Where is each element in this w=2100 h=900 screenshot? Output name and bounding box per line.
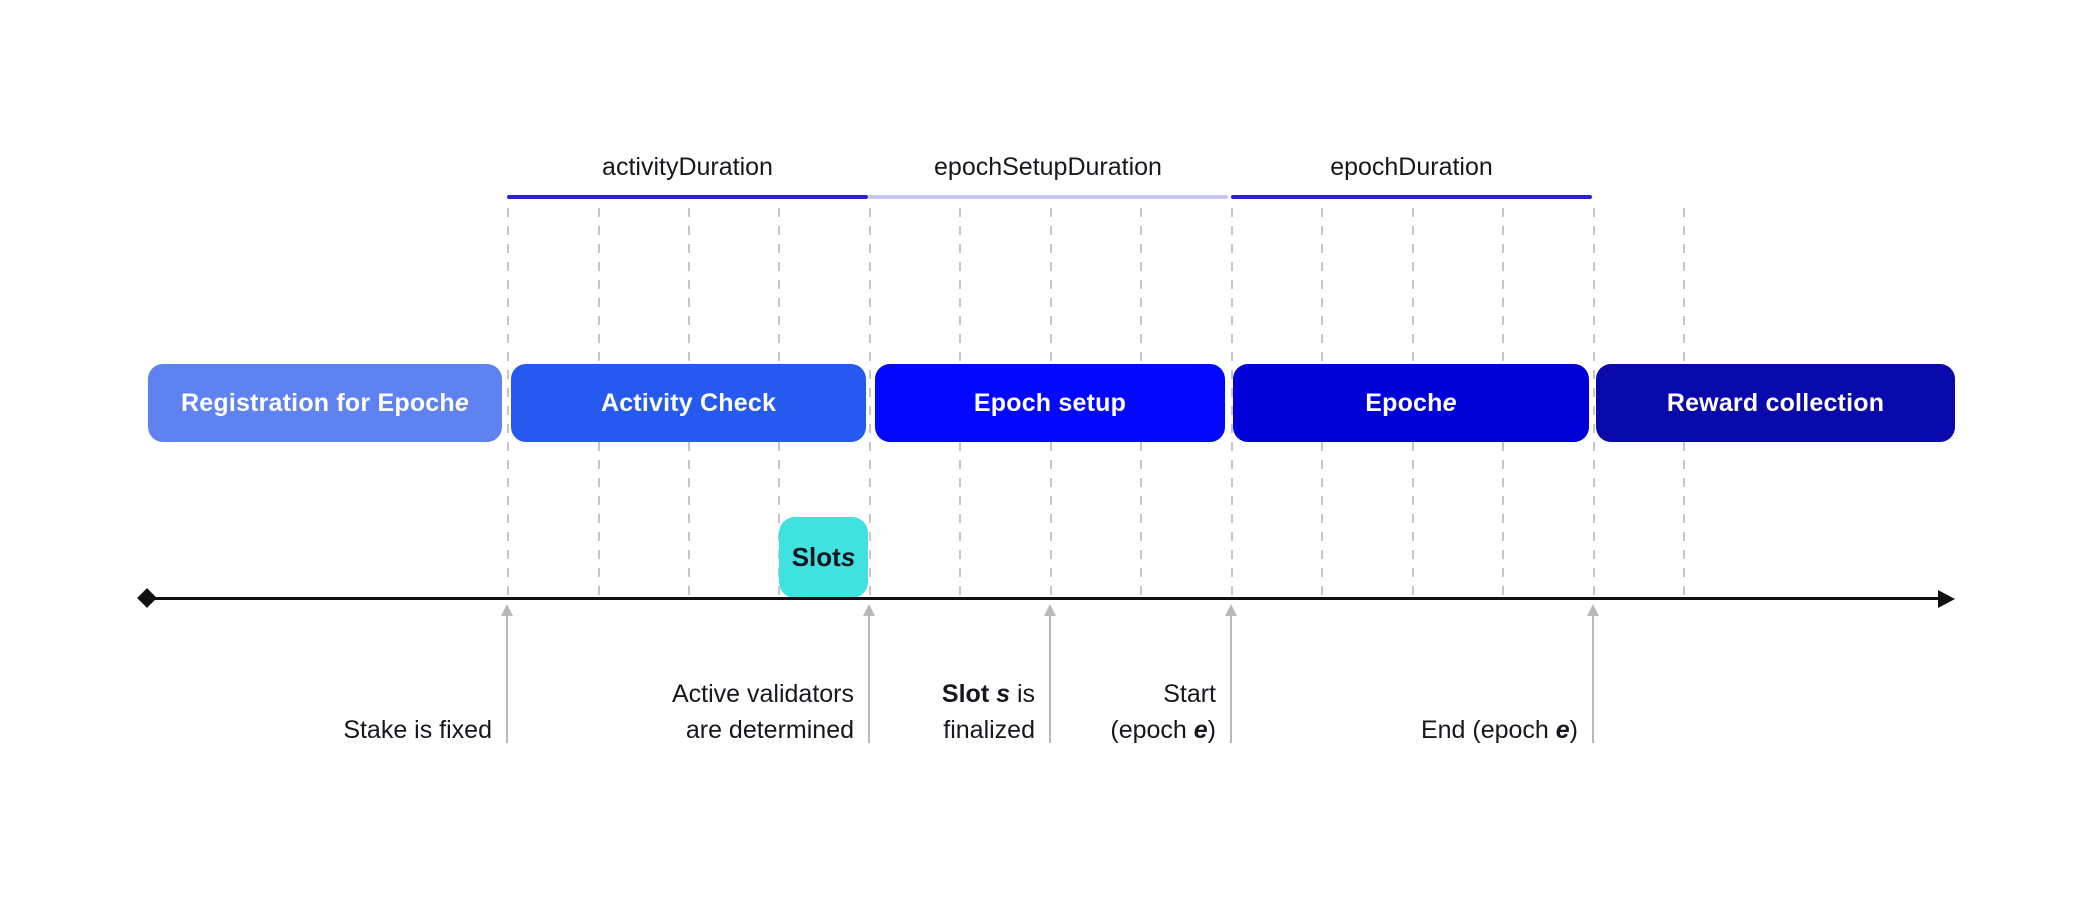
arrow-up-icon (1044, 604, 1056, 616)
phase-epoch-e: Epoch e (1233, 364, 1589, 442)
phase-epoch-setup-label: Epoch setup (973, 388, 1127, 417)
annotation-bold: Slot (941, 680, 997, 708)
gridline (1593, 208, 1595, 600)
timeline-start-diamond-icon (137, 588, 157, 608)
annotation-rest: End (epoch (1420, 716, 1556, 744)
phase-reward-collection-label: Reward collection (1666, 388, 1885, 417)
duration-epoch: epochDuration (1231, 152, 1592, 199)
annotation-line: finalized (943, 716, 1035, 744)
arrow-up-icon (863, 604, 875, 616)
arrow-up-icon (1587, 604, 1599, 616)
annotation-line: Start (1163, 680, 1216, 708)
timeline-axis (146, 597, 1940, 600)
gridline (869, 208, 871, 600)
duration-epoch-line (1231, 195, 1592, 199)
arrow-shaft (868, 616, 870, 743)
duration-epoch-setup: epochSetupDuration (868, 152, 1228, 199)
phase-epoch-e-emphasis: e (1442, 388, 1457, 417)
annotation-epoch-start: Start (epoch e) (1110, 676, 1216, 748)
annotation-line: Active validators (671, 680, 854, 708)
arrow-shaft (1049, 616, 1051, 743)
arrow-shaft (1230, 616, 1232, 743)
slot-marker: Slot s (779, 517, 868, 598)
annotation-line: End (epoch e) (1421, 712, 1578, 748)
event-arrow-validators-determined (862, 604, 876, 743)
event-arrow-slot-finalized (1043, 604, 1057, 743)
duration-epoch-setup-label: epochSetupDuration (934, 153, 1162, 181)
annotation-line: Slot s is (942, 676, 1035, 712)
duration-activity-line (507, 195, 868, 199)
event-arrow-epoch-start (1224, 604, 1238, 743)
slot-marker-label: Slot (791, 542, 841, 572)
timeline-end-arrow-icon (1938, 590, 1955, 608)
annotation-rest: ) (1207, 716, 1216, 744)
arrow-up-icon (1225, 604, 1237, 616)
gridline (507, 208, 509, 600)
duration-epoch-setup-line (868, 195, 1228, 199)
duration-activity: activityDuration (507, 152, 868, 199)
phase-registration-label: Registration for Epoch (181, 388, 455, 417)
gridline (1231, 208, 1233, 600)
phase-reward-collection: Reward collection (1596, 364, 1955, 442)
annotation-line: Stake is fixed (343, 716, 492, 744)
arrow-shaft (506, 616, 508, 743)
arrow-shaft (1592, 616, 1594, 743)
phase-registration: Registration for Epoch e (148, 364, 502, 442)
annotation-bold-italic: e (1193, 716, 1208, 744)
annotation-line: are determined (685, 716, 854, 744)
annotation-epoch-end: End (epoch e) (1421, 712, 1578, 748)
event-arrow-stake-fixed (500, 604, 514, 743)
annotation-rest: is (1010, 680, 1035, 708)
phase-epoch-setup: Epoch setup (875, 364, 1225, 442)
annotation-bold-italic: s (996, 680, 1010, 708)
annotation-validators-determined: Active validators are determined (672, 676, 854, 748)
annotation-bold-italic: e (1555, 716, 1570, 744)
phase-registration-emphasis: e (454, 388, 469, 417)
annotation-line: (epoch e) (1110, 712, 1216, 748)
duration-activity-label: activityDuration (602, 153, 773, 181)
duration-epoch-label: epochDuration (1330, 153, 1493, 181)
annotation-stake-fixed: Stake is fixed (343, 712, 492, 748)
event-arrow-epoch-end (1586, 604, 1600, 743)
annotation-rest: (epoch (1110, 716, 1194, 744)
phase-activity-check: Activity Check (511, 364, 866, 442)
phase-activity-check-label: Activity Check (600, 388, 777, 417)
annotation-slot-finalized: Slot s is finalized (942, 676, 1035, 748)
arrow-up-icon (501, 604, 513, 616)
slot-marker-emphasis: s (840, 542, 856, 572)
phase-epoch-e-label: Epoch (1365, 388, 1443, 417)
annotation-rest: ) (1569, 716, 1578, 744)
